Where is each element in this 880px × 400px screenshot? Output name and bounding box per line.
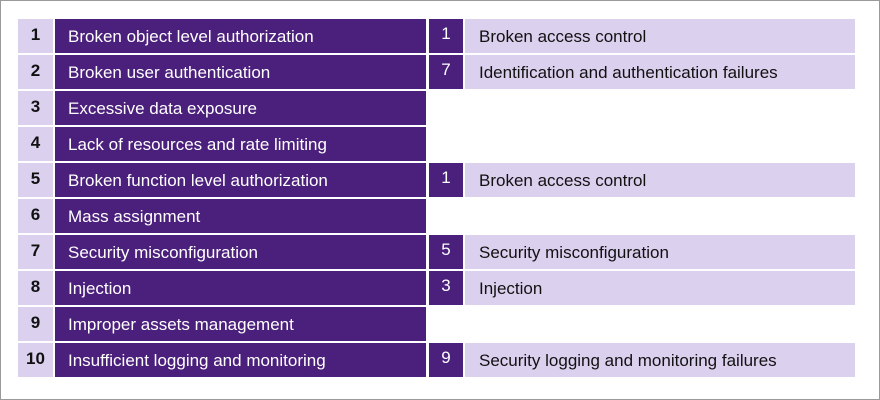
web-rank: 7 [429, 55, 463, 89]
api-rank: 7 [18, 235, 53, 269]
web-risk-title: Security misconfiguration [465, 235, 855, 269]
api-rank: 1 [18, 19, 53, 53]
web-rank: 3 [429, 271, 463, 305]
web-risk-title: Broken access control [465, 163, 855, 197]
api-risk-title: Broken object level authorization [55, 19, 426, 53]
web-risk-title: Broken access control [465, 19, 855, 53]
api-rank: 9 [18, 307, 53, 341]
api-risk-title: Broken function level authorization [55, 163, 426, 197]
api-rank: 3 [18, 91, 53, 125]
web-rank: 1 [429, 163, 463, 197]
api-risk-title: Security misconfiguration [55, 235, 426, 269]
web-risk-title: Identification and authentication failur… [465, 55, 855, 89]
api-risk-title: Insufficient logging and monitoring [55, 343, 426, 377]
web-risk-title: Injection [465, 271, 855, 305]
api-rank: 8 [18, 271, 53, 305]
api-risk-title: Excessive data exposure [55, 91, 426, 125]
api-rank: 6 [18, 199, 53, 233]
api-risk-title: Mass assignment [55, 199, 426, 233]
web-rank: 9 [429, 343, 463, 377]
api-risk-title: Broken user authentication [55, 55, 426, 89]
api-risk-title: Lack of resources and rate limiting [55, 127, 426, 161]
api-rank: 2 [18, 55, 53, 89]
web-rank: 1 [429, 19, 463, 53]
api-rank: 4 [18, 127, 53, 161]
web-rank: 5 [429, 235, 463, 269]
web-risk-title: Security logging and monitoring failures [465, 343, 855, 377]
api-rank: 10 [18, 343, 53, 377]
api-risk-title: Improper assets management [55, 307, 426, 341]
api-rank: 5 [18, 163, 53, 197]
api-risk-title: Injection [55, 271, 426, 305]
